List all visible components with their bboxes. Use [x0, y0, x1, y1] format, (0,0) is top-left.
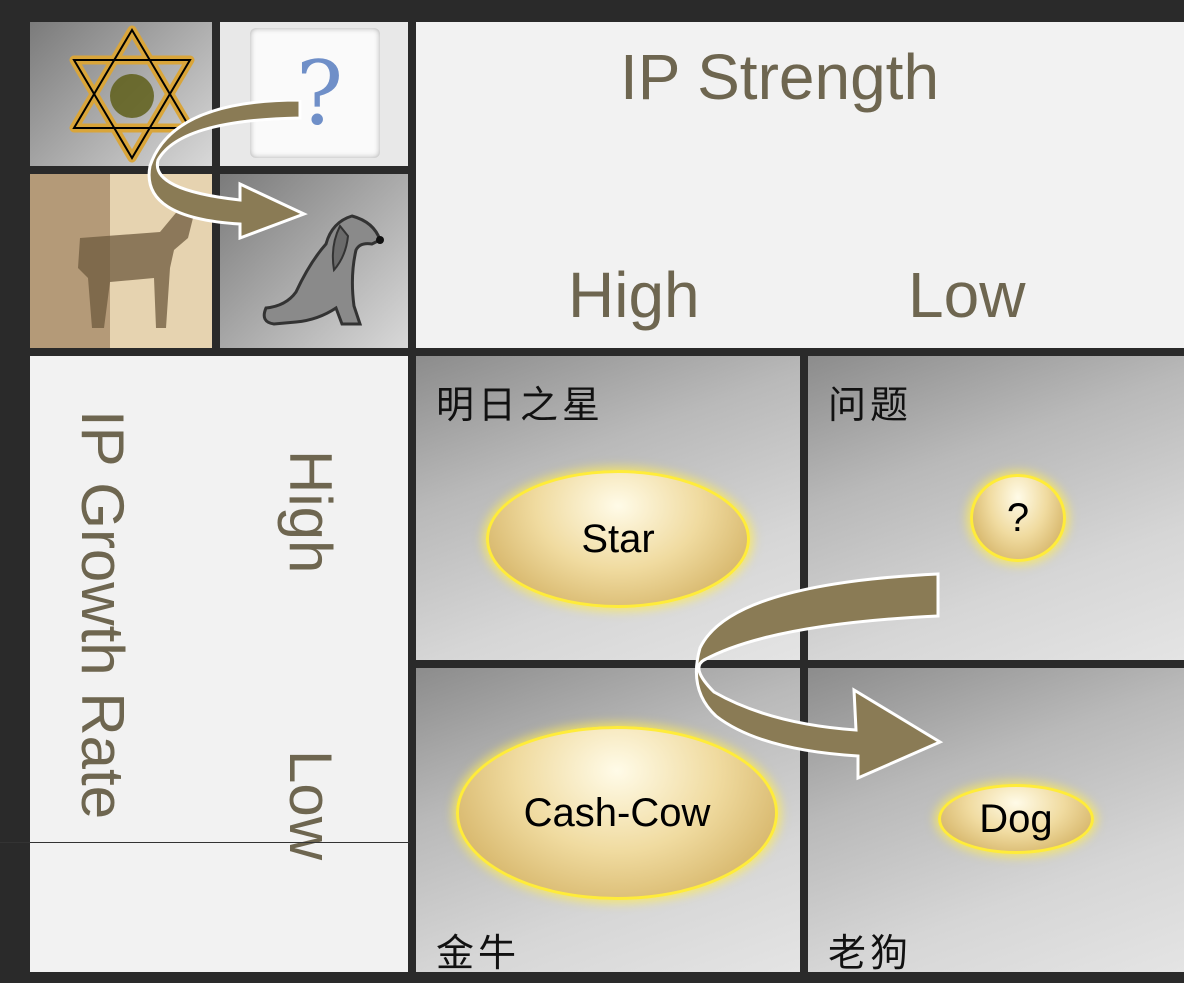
- dog-oval-label: Dog: [979, 796, 1053, 841]
- quadrant-star-cn-label: 明日之星: [436, 383, 605, 427]
- star-oval: Star: [486, 470, 750, 608]
- column-high-label: High: [568, 259, 700, 331]
- icon-panel-question: ?: [220, 22, 408, 166]
- dog-oval: Dog: [938, 784, 1094, 854]
- question-paper: [250, 28, 380, 158]
- star-oval-label: Star: [581, 516, 655, 561]
- row-high-label: High: [277, 450, 344, 574]
- question-oval: ?: [970, 474, 1066, 562]
- icon-panel-dog: [220, 174, 408, 348]
- row-low-label: Low: [277, 750, 344, 861]
- question-mark-icon: ?: [296, 42, 344, 145]
- ip-growth-rate-title: IP Growth Rate: [69, 410, 136, 820]
- curved-arrow-icon: [147, 100, 308, 240]
- dog-icon: [262, 214, 384, 326]
- quadrant-dog-cn-label: 老狗: [828, 931, 913, 975]
- large-curved-arrow-icon: [694, 572, 944, 781]
- header-panel: [416, 22, 1184, 348]
- quadrant-cash-cow-cn-label: 金牛: [436, 931, 521, 975]
- cash-cow-oval-label: Cash-Cow: [523, 790, 711, 835]
- quadrant-question-cn-label: 问题: [828, 383, 913, 427]
- ip-strength-title: IP Strength: [620, 41, 940, 113]
- icon-panel-cow: [30, 174, 212, 348]
- cash-cow-oval: Cash-Cow: [456, 726, 778, 900]
- column-low-label: Low: [908, 259, 1026, 331]
- side-panel: [30, 356, 408, 972]
- thin-guide-line: [0, 842, 410, 843]
- cow-icon: [78, 208, 194, 328]
- question-oval-label: ?: [1006, 495, 1030, 540]
- star-of-david-icon: [69, 25, 195, 163]
